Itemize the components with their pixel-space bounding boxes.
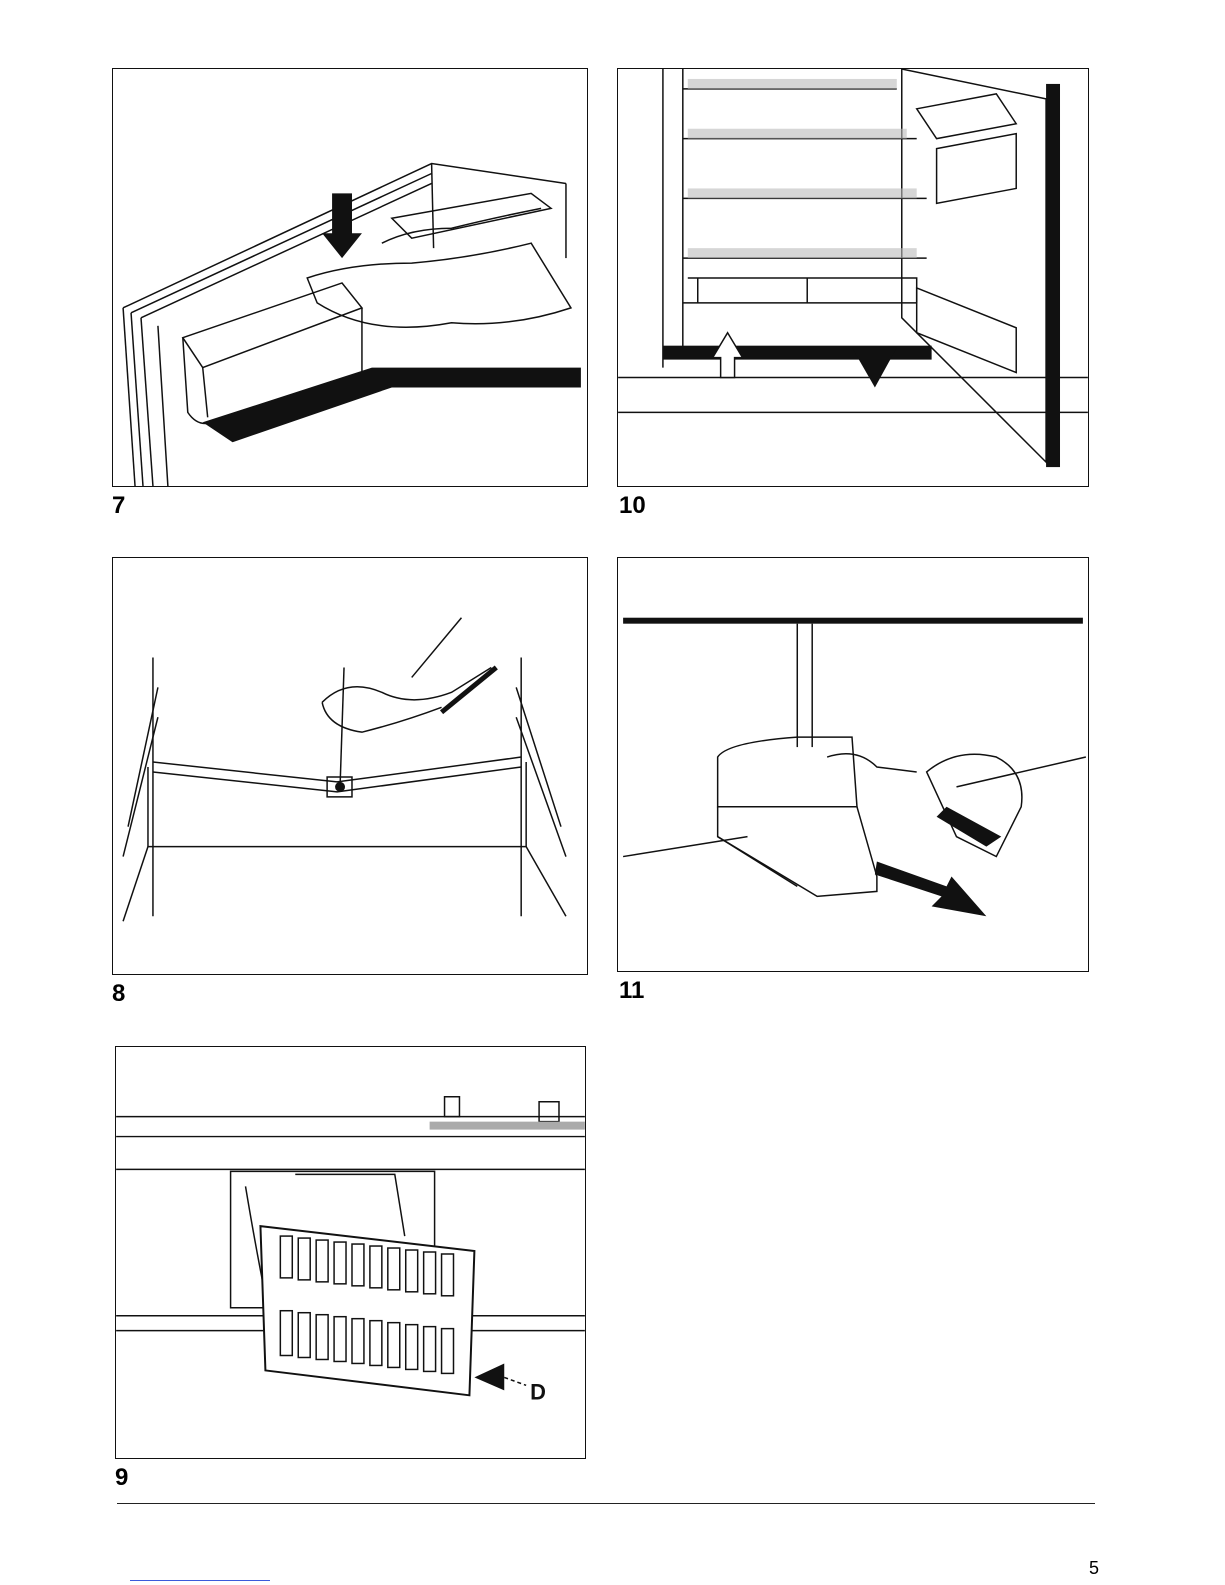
bottom-edge-line — [130, 1580, 270, 1581]
page-number: 5 — [1089, 1558, 1099, 1579]
ventilation-grille-removal-drawing: D — [116, 1047, 585, 1458]
figure-8-illustration — [112, 557, 588, 975]
grille-panel — [260, 1226, 474, 1395]
door-shelf-removal-drawing — [113, 69, 587, 486]
figure-number: 11 — [619, 977, 644, 1005]
footer-rule — [117, 1503, 1095, 1504]
figure-number: 10 — [619, 492, 646, 520]
figure-9-illustration: D — [115, 1046, 586, 1459]
figure-11-illustration — [617, 557, 1089, 972]
freezer-door-open-drawing — [618, 69, 1088, 486]
callout-label-d: D — [530, 1379, 546, 1404]
figure-number: 7 — [112, 492, 125, 520]
figure-number: 8 — [112, 980, 125, 1008]
figure-10-illustration — [617, 68, 1089, 487]
drip-tray-removal-drawing — [618, 558, 1088, 971]
figure-number: 9 — [115, 1464, 128, 1492]
figure-7-illustration — [112, 68, 588, 487]
drain-channel-cleaning-drawing — [113, 558, 587, 974]
